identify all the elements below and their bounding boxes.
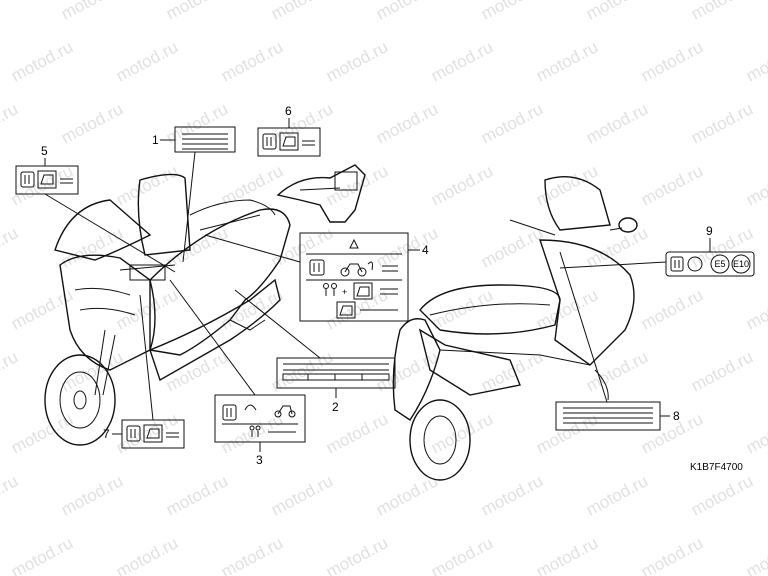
watermark-text: motod.ru [743, 409, 768, 457]
watermark-text: motod.ru [163, 471, 231, 519]
label-2-plate [276, 357, 396, 389]
watermark-text: motod.ru [58, 471, 126, 519]
watermark-text: motod.ru [218, 37, 286, 85]
watermark-text: motod.ru [533, 161, 601, 209]
callout-3: 3 [256, 453, 263, 467]
callout-6: 6 [285, 104, 292, 118]
watermark-text: motod.ru [478, 471, 546, 519]
watermark-text: motod.ru [58, 223, 126, 271]
callout-8: 8 [673, 409, 680, 423]
watermark-text: motod.ru [743, 285, 768, 333]
leader-lines [44, 118, 711, 452]
callout-1: 1 [152, 133, 159, 147]
watermark-text: motod.ru [268, 471, 336, 519]
watermark-text: motod.ru [163, 223, 231, 271]
watermark-text: motod.ru [0, 471, 21, 519]
watermark-text: motod.ru [583, 471, 651, 519]
scooter-right-illustration [392, 176, 638, 481]
watermark-text: motod.ru [8, 37, 76, 85]
watermark-text: motod.ru [428, 285, 496, 333]
watermark-text: motod.ru [428, 533, 496, 576]
watermark-text: motod.ru [533, 37, 601, 85]
watermark-text: motod.ru [743, 533, 768, 576]
label-4-warning-plate: + [299, 232, 409, 322]
watermark-text: motod.ru [583, 99, 651, 147]
watermark-text: motod.ru [323, 285, 391, 333]
watermark-text: motod.ru [323, 37, 391, 85]
scooter-left-illustration [44, 173, 291, 446]
watermark-text: motod.ru [0, 0, 21, 24]
watermark-text: motod.ru [533, 285, 601, 333]
watermark-text: motod.ru [58, 347, 126, 395]
watermark-text: motod.ru [638, 37, 706, 85]
watermark-text: motod.ru [373, 0, 441, 24]
callout-numbers: 1 2 3 4 5 6 7 8 9 [41, 104, 713, 467]
watermark-text: motod.ru [478, 223, 546, 271]
watermark-text: motod.ru [533, 533, 601, 576]
label-5-plate [15, 165, 79, 195]
watermark-text: motod.ru [58, 0, 126, 24]
watermark-text: motod.ru [163, 0, 231, 24]
watermark-text: motod.ru [113, 161, 181, 209]
rear-carrier [276, 164, 366, 223]
watermark-text: motod.ru [268, 99, 336, 147]
callout-5: 5 [41, 144, 48, 158]
watermark-text: motod.ru [688, 0, 756, 24]
watermark-text: motod.ru [688, 99, 756, 147]
watermark-text: motod.ru [478, 99, 546, 147]
watermark-text: motod.ru [0, 223, 21, 271]
callout-2: 2 [332, 400, 339, 414]
watermark-text: motod.ru [373, 223, 441, 271]
label-1-plate [174, 126, 236, 153]
label-9-code-e10: E10 [733, 259, 749, 269]
watermark-text: motod.ru [533, 409, 601, 457]
watermark-text: motod.ru [8, 533, 76, 576]
watermark-text: motod.ru [268, 0, 336, 24]
watermark-text: motod.ru [113, 533, 181, 576]
watermark-text: motod.ru [8, 161, 76, 209]
watermark-text: motod.ru [218, 533, 286, 576]
watermark-text: motod.ru [743, 161, 768, 209]
watermark-text: motod.ru [323, 409, 391, 457]
watermark-text: motod.ru [8, 285, 76, 333]
watermark-text: motod.ru [0, 99, 21, 147]
watermark-text: motod.ru [688, 347, 756, 395]
watermark-text: motod.ru [478, 0, 546, 24]
watermark-text: motod.ru [583, 347, 651, 395]
watermark-text: motod.ru [638, 285, 706, 333]
watermark-text: motod.ru [8, 409, 76, 457]
watermark-text: motod.ru [58, 99, 126, 147]
callout-9: 9 [706, 224, 713, 238]
watermark-text: motod.ru [583, 0, 651, 24]
watermark-text: motod.ru [638, 533, 706, 576]
label-9-code-e5: E5 [714, 259, 725, 269]
watermark-text: motod.ru [218, 285, 286, 333]
watermark-text: motod.ru [323, 533, 391, 576]
watermark-text: motod.ru [268, 223, 336, 271]
watermark-text: motod.ru [0, 347, 21, 395]
watermark-text: motod.ru [743, 37, 768, 85]
watermark-text: motod.ru [428, 37, 496, 85]
watermark-text: motod.ru [428, 161, 496, 209]
svg-text:+: + [342, 287, 347, 297]
callout-7: 7 [103, 427, 110, 441]
watermark-text: motod.ru [373, 99, 441, 147]
drawing-code: K1B7F4700 [690, 462, 743, 473]
watermark-text: motod.ru [113, 37, 181, 85]
callout-4: 4 [422, 243, 429, 257]
watermark-text: motod.ru [688, 471, 756, 519]
watermark-text: motod.ru [638, 161, 706, 209]
label-3-plate [214, 394, 306, 443]
